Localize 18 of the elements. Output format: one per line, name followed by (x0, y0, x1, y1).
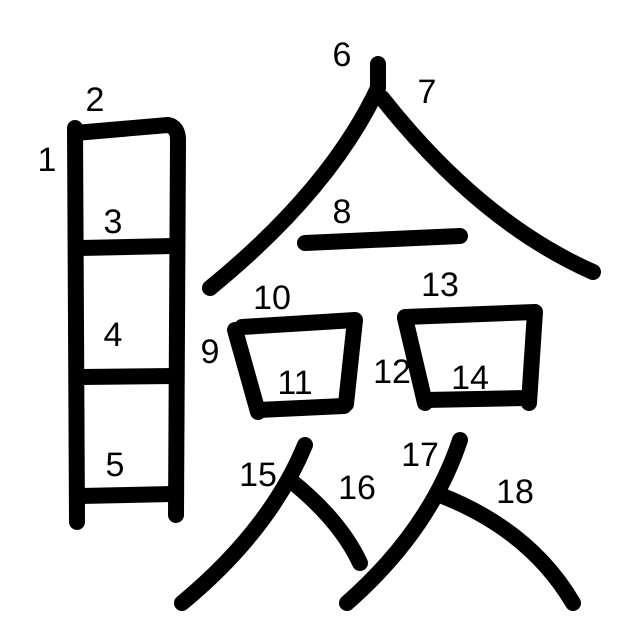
stroke-order-number: 3 (104, 205, 122, 239)
stroke-order-number: 10 (253, 281, 291, 315)
stroke-order-number: 14 (451, 361, 489, 395)
stroke-order-number: 15 (239, 458, 277, 492)
stroke-order-number: 2 (86, 83, 104, 117)
stroke-order-number: 4 (104, 318, 122, 352)
stroke-order-number: 17 (401, 438, 439, 472)
stroke-order-number: 12 (373, 355, 411, 389)
stroke-order-number: 6 (332, 38, 352, 72)
stroke-order-number: 18 (496, 475, 534, 509)
stroke-order-number: 5 (106, 448, 124, 482)
stroke-order-number: 7 (418, 75, 436, 109)
stroke-order-number: 13 (421, 268, 459, 302)
stroke-order-number: 8 (332, 195, 352, 229)
stroke-order-number: 16 (338, 471, 376, 505)
stroke-order-number: 1 (38, 143, 56, 177)
stroke-order-number: 9 (200, 335, 220, 369)
stroke-order-number: 11 (277, 366, 313, 400)
